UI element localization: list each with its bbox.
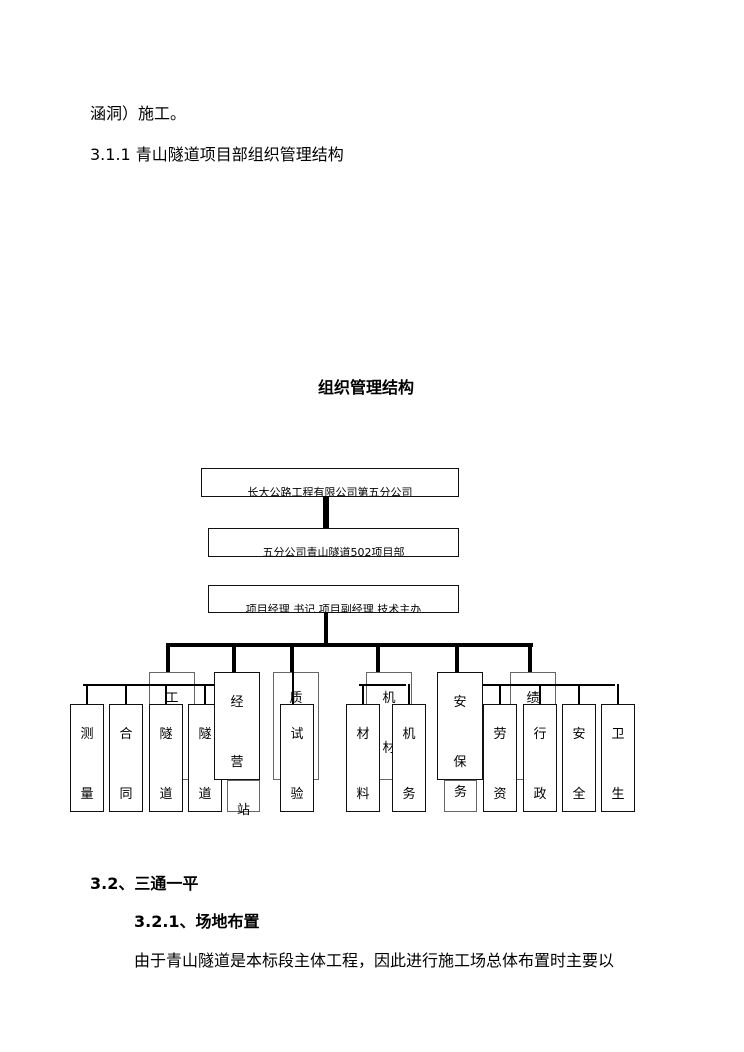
paragraph: 由于青山隧道是本标段主体工程，因此进行施工场总体布置时主要以 (134, 951, 615, 970)
org-box-sub: 务 (444, 780, 477, 812)
connector (359, 684, 406, 686)
org-box-unit: 隧道 (149, 704, 183, 812)
connector (528, 645, 532, 673)
connector (125, 684, 127, 704)
connector (83, 684, 215, 686)
chart-title: 组织管理结构 (318, 378, 415, 397)
org-box-project: 五分公司青山隧道502项目部 (208, 528, 459, 557)
connector (86, 684, 88, 704)
org-box-dept: 经营 (214, 672, 260, 780)
connector (232, 645, 236, 673)
org-box-leaders: 项目经理 书记 项目副经理 技术主办 (208, 585, 459, 613)
connector (578, 684, 580, 704)
org-box-unit: 卫生 (601, 704, 635, 812)
connector (499, 684, 501, 704)
org-box-unit: 行政 (523, 704, 557, 812)
connector (376, 645, 380, 673)
org-box-unit: 合同 (109, 704, 143, 812)
org-box-unit: 材料 (346, 704, 380, 812)
connector (324, 612, 328, 646)
org-box-sub: 站 (227, 780, 260, 818)
subsection-heading: 3.2.1、场地布置 (134, 912, 260, 931)
connector (166, 645, 170, 673)
connector (204, 684, 206, 704)
org-box-dept: 安保 (437, 672, 483, 780)
connector (292, 672, 294, 704)
org-box-unit: 安全 (562, 704, 596, 812)
org-box-company: 长大公路工程有限公司第五分公司 (201, 468, 459, 497)
connector (408, 684, 410, 704)
org-box-unit: 试验 (280, 704, 314, 812)
connector (455, 645, 459, 673)
connector (362, 684, 364, 704)
text-line: 涵洞）施工。 (90, 104, 187, 123)
connector (617, 684, 619, 704)
org-box-unit: 机务 (392, 704, 426, 812)
section-heading: 3.2、三通一平 (90, 874, 199, 893)
connector (483, 684, 615, 686)
connector (166, 643, 533, 647)
connector (323, 496, 329, 528)
connector (539, 684, 541, 704)
section-heading: 3.1.1 青山隧道项目部组织管理结构 (90, 145, 344, 164)
org-box-unit: 测量 (70, 704, 104, 812)
connector (165, 684, 167, 704)
connector (290, 645, 294, 673)
org-box-unit: 劳资 (483, 704, 517, 812)
